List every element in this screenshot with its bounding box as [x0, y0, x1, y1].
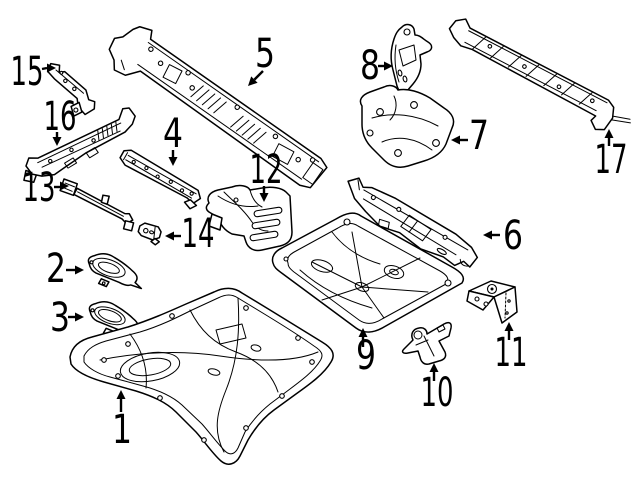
part-5-rear-body-panel-icon — [108, 26, 328, 189]
part-16-floor-rail-icon — [23, 107, 136, 183]
callout-label-8: 8 — [360, 43, 380, 89]
callout-11[interactable]: 11 — [495, 322, 528, 376]
callout-2[interactable]: 2 — [46, 246, 84, 292]
callout-arrow-15 — [41, 66, 48, 71]
callout-label-6: 6 — [503, 213, 523, 259]
callout-label-17: 17 — [595, 137, 628, 183]
part-4-crossmember-icon — [119, 149, 202, 210]
callout-4[interactable]: 4 — [163, 111, 183, 166]
callout-label-16: 16 — [44, 94, 77, 140]
part-2-cover-plate-icon — [87, 253, 143, 290]
part-11-corner-bracket-icon — [466, 280, 518, 324]
callout-6[interactable]: 6 — [483, 213, 523, 259]
callout-17[interactable]: 17 — [595, 129, 628, 183]
callout-9[interactable]: 9 — [356, 328, 376, 379]
callout-label-15: 15 — [11, 49, 44, 95]
callout-label-12: 12 — [250, 147, 283, 193]
callout-label-9: 9 — [356, 333, 376, 379]
callout-3[interactable]: 3 — [50, 295, 84, 341]
part-1-front-floor-pan-icon — [69, 287, 334, 465]
callout-label-4: 4 — [163, 111, 183, 157]
callout-label-1: 1 — [112, 407, 132, 453]
callout-label-13: 13 — [23, 165, 56, 211]
callout-arrow-5 — [253, 70, 264, 81]
part-14-bracket-icon — [137, 222, 162, 246]
callout-5[interactable]: 5 — [248, 31, 275, 86]
callout-label-7: 7 — [469, 113, 489, 159]
callout-10[interactable]: 10 — [421, 363, 454, 416]
part-15-side-rail-icon — [46, 62, 96, 117]
part-9-rear-floor-pan-icon — [271, 212, 465, 333]
callout-14[interactable]: 14 — [165, 211, 215, 257]
callout-label-14: 14 — [182, 211, 215, 257]
part-12-heat-shield-icon — [205, 184, 293, 252]
callout-12[interactable]: 12 — [250, 147, 283, 202]
part-13-rail-extension-icon — [59, 178, 135, 232]
callout-label-5: 5 — [255, 31, 275, 77]
part-8-support-bracket-icon — [390, 23, 433, 94]
callout-label-2: 2 — [46, 246, 66, 292]
callout-label-10: 10 — [421, 370, 454, 416]
callout-1[interactable]: 1 — [112, 390, 132, 453]
callout-15[interactable]: 15 — [11, 49, 57, 95]
callout-16[interactable]: 16 — [44, 94, 77, 146]
callout-13[interactable]: 13 — [23, 165, 70, 211]
part-10-hook-bracket-icon — [401, 321, 452, 365]
callout-label-11: 11 — [495, 330, 528, 376]
part-6-crossmember-icon — [347, 177, 479, 268]
part-17-rear-rail-icon — [448, 18, 631, 131]
callout-8[interactable]: 8 — [360, 43, 393, 89]
callout-7[interactable]: 7 — [451, 113, 489, 159]
callout-label-3: 3 — [50, 295, 70, 341]
part-7-reinforcement-icon — [359, 84, 455, 168]
